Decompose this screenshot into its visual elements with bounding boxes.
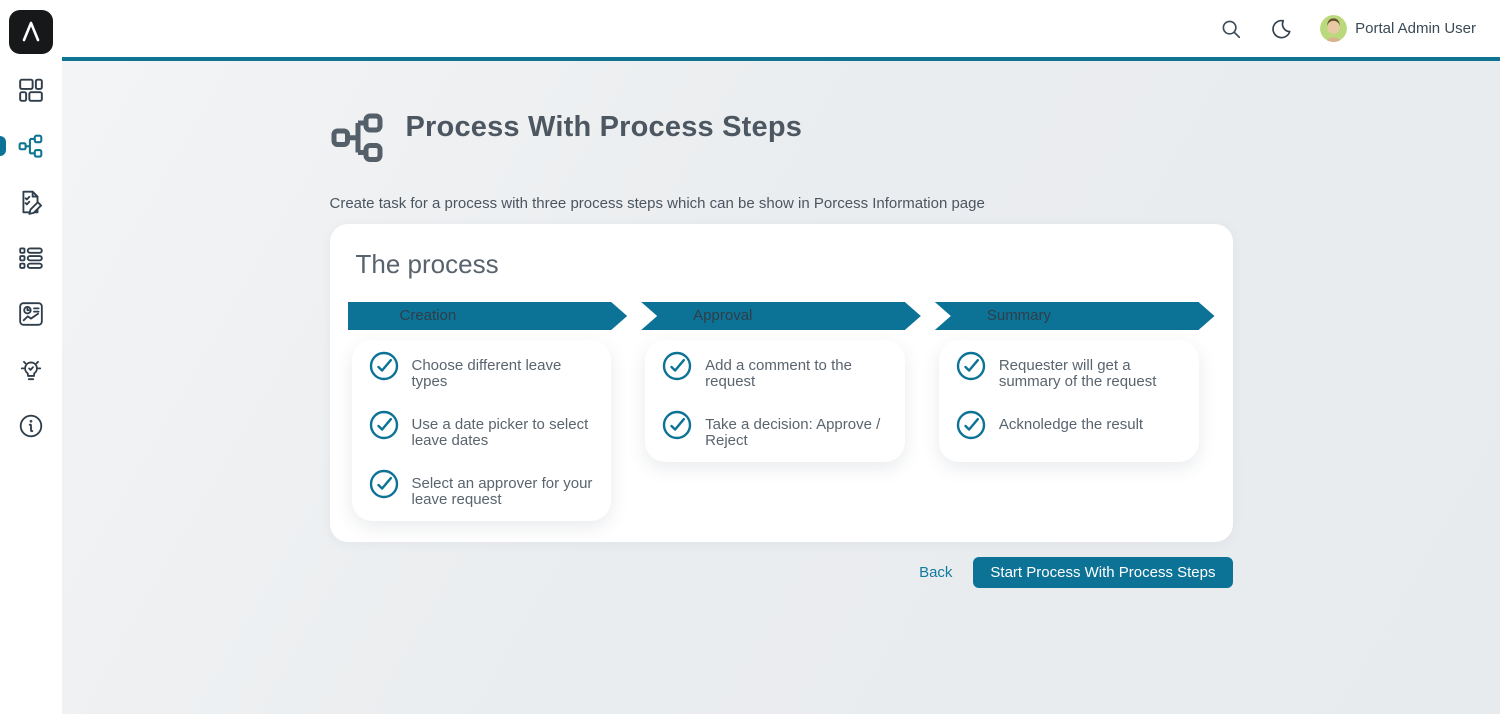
step-card: Choose different leave types Use a date …	[351, 340, 612, 521]
list-item-label: Add a comment to the request	[705, 357, 852, 390]
process-steps-icon	[331, 113, 382, 162]
dashboard-icon	[19, 78, 43, 102]
step-card: Add a comment to the request Take a deci…	[645, 340, 905, 462]
sidebar-item-info[interactable]	[0, 413, 62, 439]
list-item: Acknoledge the result	[956, 410, 1185, 458]
page-title-row: Process With Process Steps	[330, 109, 1233, 166]
step-banner-creation: Creation	[348, 302, 628, 330]
sidebar-item-dashboard[interactable]	[0, 77, 62, 103]
list-item: Requester will get a summary of the requ…	[956, 351, 1185, 410]
list-item: Choose different leave types	[369, 351, 598, 410]
check-circle-icon	[662, 410, 692, 440]
back-link[interactable]: Back	[919, 564, 953, 581]
processes-icon	[18, 134, 43, 158]
sidebar-item-statistics[interactable]	[0, 301, 62, 327]
list-item: Take a decision: Approve / Reject	[662, 410, 891, 458]
list-item-label: Select an approver for your leave reques…	[411, 475, 593, 508]
list-item: Use a date picker to select leave dates	[369, 410, 598, 469]
sidebar-item-ideas[interactable]	[0, 357, 62, 383]
list-item-label: Acknoledge the result	[998, 416, 1144, 433]
logo-glyph	[22, 21, 40, 42]
check-circle-icon	[956, 351, 986, 381]
lightbulb-icon	[20, 360, 42, 381]
list-item-label: Use a date picker to select leave dates	[411, 416, 589, 449]
check-circle-icon	[956, 410, 986, 440]
list-item-label: Requester will get a summary of the requ…	[998, 357, 1157, 390]
step-column-approval: Add a comment to the request Take a deci…	[641, 340, 921, 462]
check-circle-icon	[369, 351, 398, 381]
process-step-columns: Choose different leave types Use a date …	[348, 340, 1215, 521]
step-card: Requester will get a summary of the requ…	[938, 340, 1199, 462]
statistics-icon	[19, 302, 43, 326]
page-description: Create task for a process with three pro…	[329, 195, 985, 212]
top-header: Portal Admin User	[62, 0, 1500, 57]
sidebar-nav	[0, 77, 62, 439]
start-process-button[interactable]: Start Process With Process Steps	[973, 557, 1233, 588]
active-indicator	[0, 136, 6, 156]
search-button[interactable]	[1216, 14, 1246, 44]
process-card-title: The process	[355, 249, 499, 279]
list-item-label: Choose different leave types	[411, 357, 562, 390]
sidebar-item-cases[interactable]	[0, 245, 62, 271]
process-card: The process Creation Approval Summary Ch…	[329, 224, 1233, 542]
step-banner-summary: Summary	[935, 302, 1215, 330]
check-circle-icon	[369, 469, 398, 499]
sidebar	[0, 0, 62, 714]
info-icon	[19, 414, 43, 438]
sidebar-item-tasks[interactable]	[0, 189, 62, 215]
avatar	[1320, 15, 1348, 42]
check-circle-icon	[369, 410, 398, 440]
dark-mode-toggle[interactable]	[1266, 14, 1296, 44]
cases-icon	[19, 247, 43, 269]
actions-row: Back Start Process With Process Steps	[330, 557, 1233, 628]
user-menu[interactable]: Portal Admin User	[1320, 15, 1476, 42]
check-circle-icon	[662, 351, 692, 381]
search-icon	[1222, 20, 1241, 38]
user-name: Portal Admin User	[1355, 20, 1476, 37]
page-title: Process With Process Steps	[405, 111, 803, 143]
list-item-label: Take a decision: Approve / Reject	[705, 416, 881, 449]
header-accent-line	[62, 57, 1500, 61]
step-column-summary: Requester will get a summary of the requ…	[935, 340, 1215, 462]
step-column-creation: Choose different leave types Use a date …	[348, 340, 628, 521]
dark-mode-icon	[1272, 19, 1291, 38]
tasks-icon	[22, 190, 42, 215]
step-banner-approval: Approval	[641, 302, 921, 330]
list-item: Add a comment to the request	[662, 351, 891, 410]
main-content: Process With Process Steps Create task f…	[62, 61, 1500, 714]
sidebar-item-processes[interactable]	[0, 133, 62, 159]
process-step-banners: Creation Approval Summary	[348, 302, 1215, 330]
list-item: Select an approver for your leave reques…	[369, 469, 598, 517]
axonivy-logo[interactable]	[9, 10, 53, 54]
